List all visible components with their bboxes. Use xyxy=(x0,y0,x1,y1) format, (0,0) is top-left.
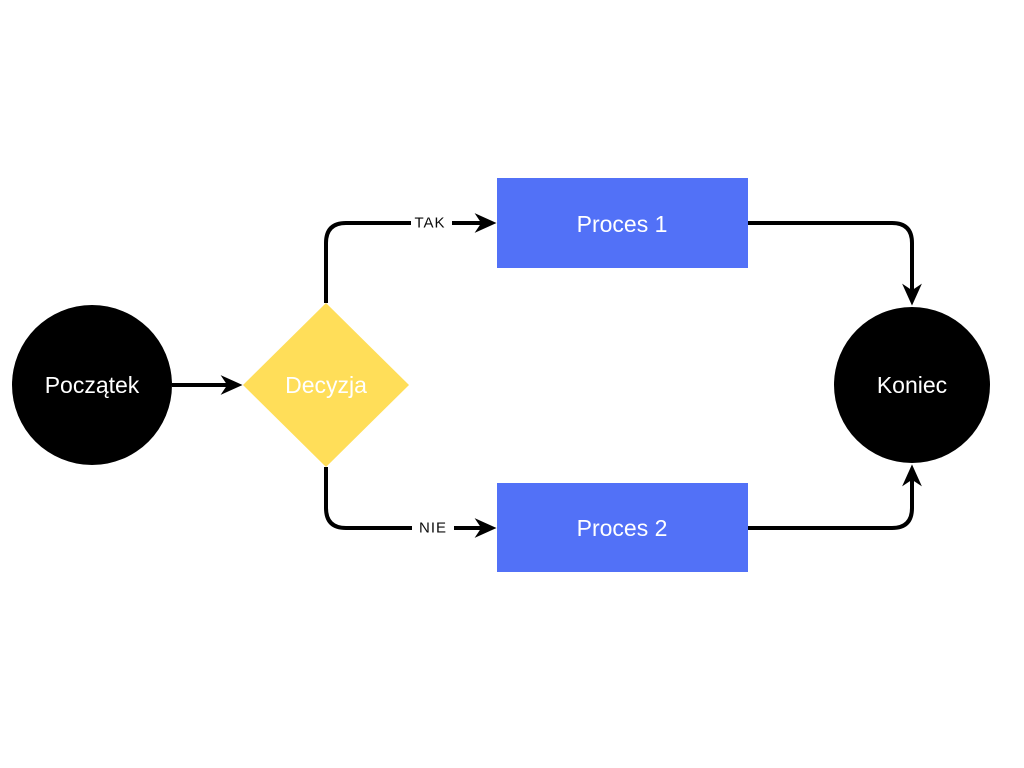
process1-node xyxy=(497,178,748,268)
edge-process2-to-end xyxy=(748,464,922,530)
process1-node-label: Proces 1 xyxy=(577,211,668,237)
end-node-label: Koniec xyxy=(877,372,947,398)
edge-decision-to-process1-segment xyxy=(324,221,411,303)
process2-node-label: Proces 2 xyxy=(577,515,668,541)
edge-process1-to-end xyxy=(748,221,922,306)
process2-node xyxy=(497,483,748,572)
edge-label-nie: NIE xyxy=(419,520,447,537)
end-node xyxy=(834,307,990,463)
edge-label-tak: TAK xyxy=(414,215,445,232)
decision-node xyxy=(243,303,409,467)
start-node-label: Początek xyxy=(45,372,140,398)
decision-node-label: Decyzja xyxy=(285,372,367,398)
start-node xyxy=(12,305,172,465)
edge-decision-to-process2-segment xyxy=(324,467,412,530)
